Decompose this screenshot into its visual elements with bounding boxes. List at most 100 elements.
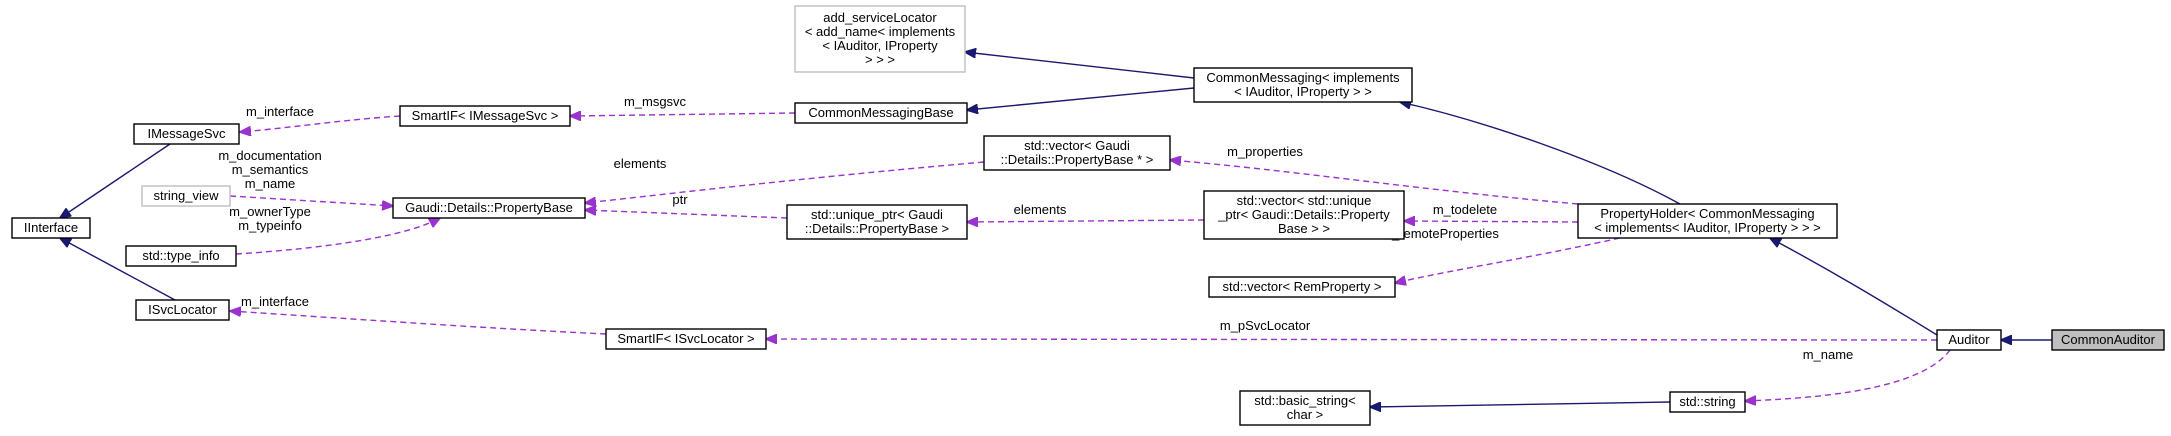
class-box[interactable] <box>141 185 231 207</box>
usage-arrow <box>1170 160 1579 205</box>
edge-auditor-to-std_string: m_name <box>1745 347 1951 401</box>
class-box[interactable] <box>794 5 966 73</box>
class-name: SmartIF< ISvcLocator > <box>617 331 754 346</box>
class-box[interactable] <box>1577 203 1838 239</box>
class-name: std::string <box>1679 394 1735 409</box>
edge-isvclocator-to-iinterface <box>60 238 176 301</box>
class-name: CommonAuditor <box>2061 332 2156 347</box>
class-box[interactable] <box>399 105 571 127</box>
class-box[interactable] <box>1203 190 1405 240</box>
class-name: string_view <box>153 188 219 203</box>
usage-arrow <box>229 195 393 206</box>
class-node-add-servicelocator[interactable]: add_serviceLocator< add_name< implements… <box>794 5 966 73</box>
class-node-commonmessaging[interactable]: CommonMessaging< implements< IAuditor, I… <box>1193 67 1413 103</box>
inheritance-arrow <box>1770 238 1938 336</box>
class-name: IMessageSvc <box>147 126 226 141</box>
inheritance-arrow <box>967 87 1195 110</box>
edge-label: elements <box>614 156 667 171</box>
inheritance-arrow <box>1370 401 1671 407</box>
usage-arrow <box>235 218 440 255</box>
usage-arrow <box>766 339 1938 340</box>
edge-auditor-to-propertyholder <box>1770 238 1938 336</box>
class-node-unique-ptr[interactable]: std::unique_ptr< Gaudi::Details::Propert… <box>786 204 968 240</box>
edge-propertyholder-to-vector_remprop: m_remoteProperties <box>1381 226 1621 283</box>
class-name: PropertyHolder< CommonMessaging< impleme… <box>1594 206 1821 235</box>
usage-arrow <box>240 115 401 132</box>
edge-label: m_properties <box>1227 144 1303 159</box>
class-box[interactable] <box>794 102 968 124</box>
class-node-vector-ptr[interactable]: std::vector< Gaudi::Details::PropertyBas… <box>983 135 1171 171</box>
class-box[interactable] <box>786 204 968 240</box>
class-name: std::basic_string<char > <box>1254 393 1356 422</box>
inheritance-arrow <box>965 52 1195 79</box>
class-box[interactable] <box>11 217 91 239</box>
class-node-std-string[interactable]: std::string <box>1669 391 1746 413</box>
usage-arrow <box>230 311 607 335</box>
class-node-basic-string[interactable]: std::basic_string<char > <box>1239 390 1371 426</box>
usage-arrow <box>1395 237 1621 283</box>
class-box[interactable] <box>125 245 237 267</box>
class-node-auditor[interactable]: Auditor <box>1936 329 2002 351</box>
edge-commonmessagingbase-to-smartif_msgsvc: m_msgsvc <box>570 94 796 116</box>
edge-label: m_msgsvc <box>624 94 687 109</box>
class-name: std::unique_ptr< Gaudi::Details::Propert… <box>805 207 949 236</box>
class-box[interactable] <box>135 299 230 321</box>
edge-label: m_todelete <box>1433 202 1497 217</box>
edge-smartif_svcloc-to-isvclocator: m_interface <box>230 294 607 335</box>
edge-propertyholder-to-vector_unique: m_todelete <box>1404 202 1579 222</box>
edge-label: m_interface <box>246 104 314 119</box>
class-node-propertybase[interactable]: Gaudi::Details::PropertyBase <box>392 197 586 219</box>
class-box[interactable] <box>1936 329 2002 351</box>
edge-unique_ptr-to-propertybase: ptr <box>585 192 788 219</box>
class-node-iinterface[interactable]: IInterface <box>11 217 91 239</box>
class-box[interactable] <box>983 135 1171 171</box>
edge-label: m_interface <box>241 294 309 309</box>
class-name: IInterface <box>24 220 78 235</box>
class-name: std::vector< RemProperty > <box>1223 279 1382 294</box>
class-name: std::vector< std::unique_ptr< Gaudi::Det… <box>1217 193 1390 236</box>
class-box[interactable] <box>1193 67 1413 103</box>
class-name: std::vector< Gaudi::Details::PropertyBas… <box>1001 138 1154 167</box>
class-box[interactable] <box>605 328 767 350</box>
edge-label: ptr <box>672 192 688 207</box>
class-box[interactable] <box>133 123 240 145</box>
class-name: CommonMessagingBase <box>808 105 953 120</box>
class-node-commonmessagingbase[interactable]: CommonMessagingBase <box>794 102 968 124</box>
class-name: Gaudi::Details::PropertyBase <box>405 200 573 215</box>
inheritance-arrow <box>60 238 176 301</box>
edge-label: m_name <box>1803 347 1854 362</box>
class-box[interactable] <box>1239 390 1371 426</box>
class-node-imessagesvc[interactable]: IMessageSvc <box>133 123 240 145</box>
class-node-commonauditor[interactable]: CommonAuditor <box>2051 329 2165 351</box>
class-name: SmartIF< IMessageSvc > <box>412 108 559 123</box>
inheritance-arrow <box>1400 102 1681 205</box>
class-node-vector-unique[interactable]: std::vector< std::unique_ptr< Gaudi::Det… <box>1203 190 1405 240</box>
usage-arrow <box>967 220 1205 222</box>
class-node-propertyholder[interactable]: PropertyHolder< CommonMessaging< impleme… <box>1577 203 1838 239</box>
edge-auditor-to-smartif_svcloc: m_pSvcLocator <box>766 318 1938 340</box>
class-node-smartif-msgsvc[interactable]: SmartIF< IMessageSvc > <box>399 105 571 127</box>
class-node-smartif-svcloc[interactable]: SmartIF< ISvcLocator > <box>605 328 767 350</box>
class-name: Auditor <box>1948 332 1990 347</box>
edge-commonmessaging-to-commonmessagingbase <box>967 87 1195 110</box>
usage-arrow <box>1404 221 1579 222</box>
class-box[interactable] <box>1669 391 1746 413</box>
usage-arrow <box>585 161 985 203</box>
class-name: CommonMessaging< implements< IAuditor, I… <box>1206 70 1400 99</box>
edge-vector_unique-to-unique_ptr: elements <box>967 202 1205 222</box>
class-node-string-view[interactable]: string_view <box>141 185 231 207</box>
edge-imessagesvc-to-iinterface <box>60 143 171 218</box>
class-box[interactable] <box>392 197 586 219</box>
edge-label: m_remoteProperties <box>1381 226 1499 241</box>
class-box[interactable] <box>1208 276 1396 298</box>
class-box[interactable] <box>2051 329 2165 351</box>
edge-std_string-to-basic_string <box>1370 401 1671 407</box>
class-node-type-info[interactable]: std::type_info <box>125 245 237 267</box>
class-node-vector-remprop[interactable]: std::vector< RemProperty > <box>1208 276 1396 298</box>
class-node-isvclocator[interactable]: ISvcLocator <box>135 299 230 321</box>
edge-label: m_pSvcLocator <box>1220 318 1311 333</box>
